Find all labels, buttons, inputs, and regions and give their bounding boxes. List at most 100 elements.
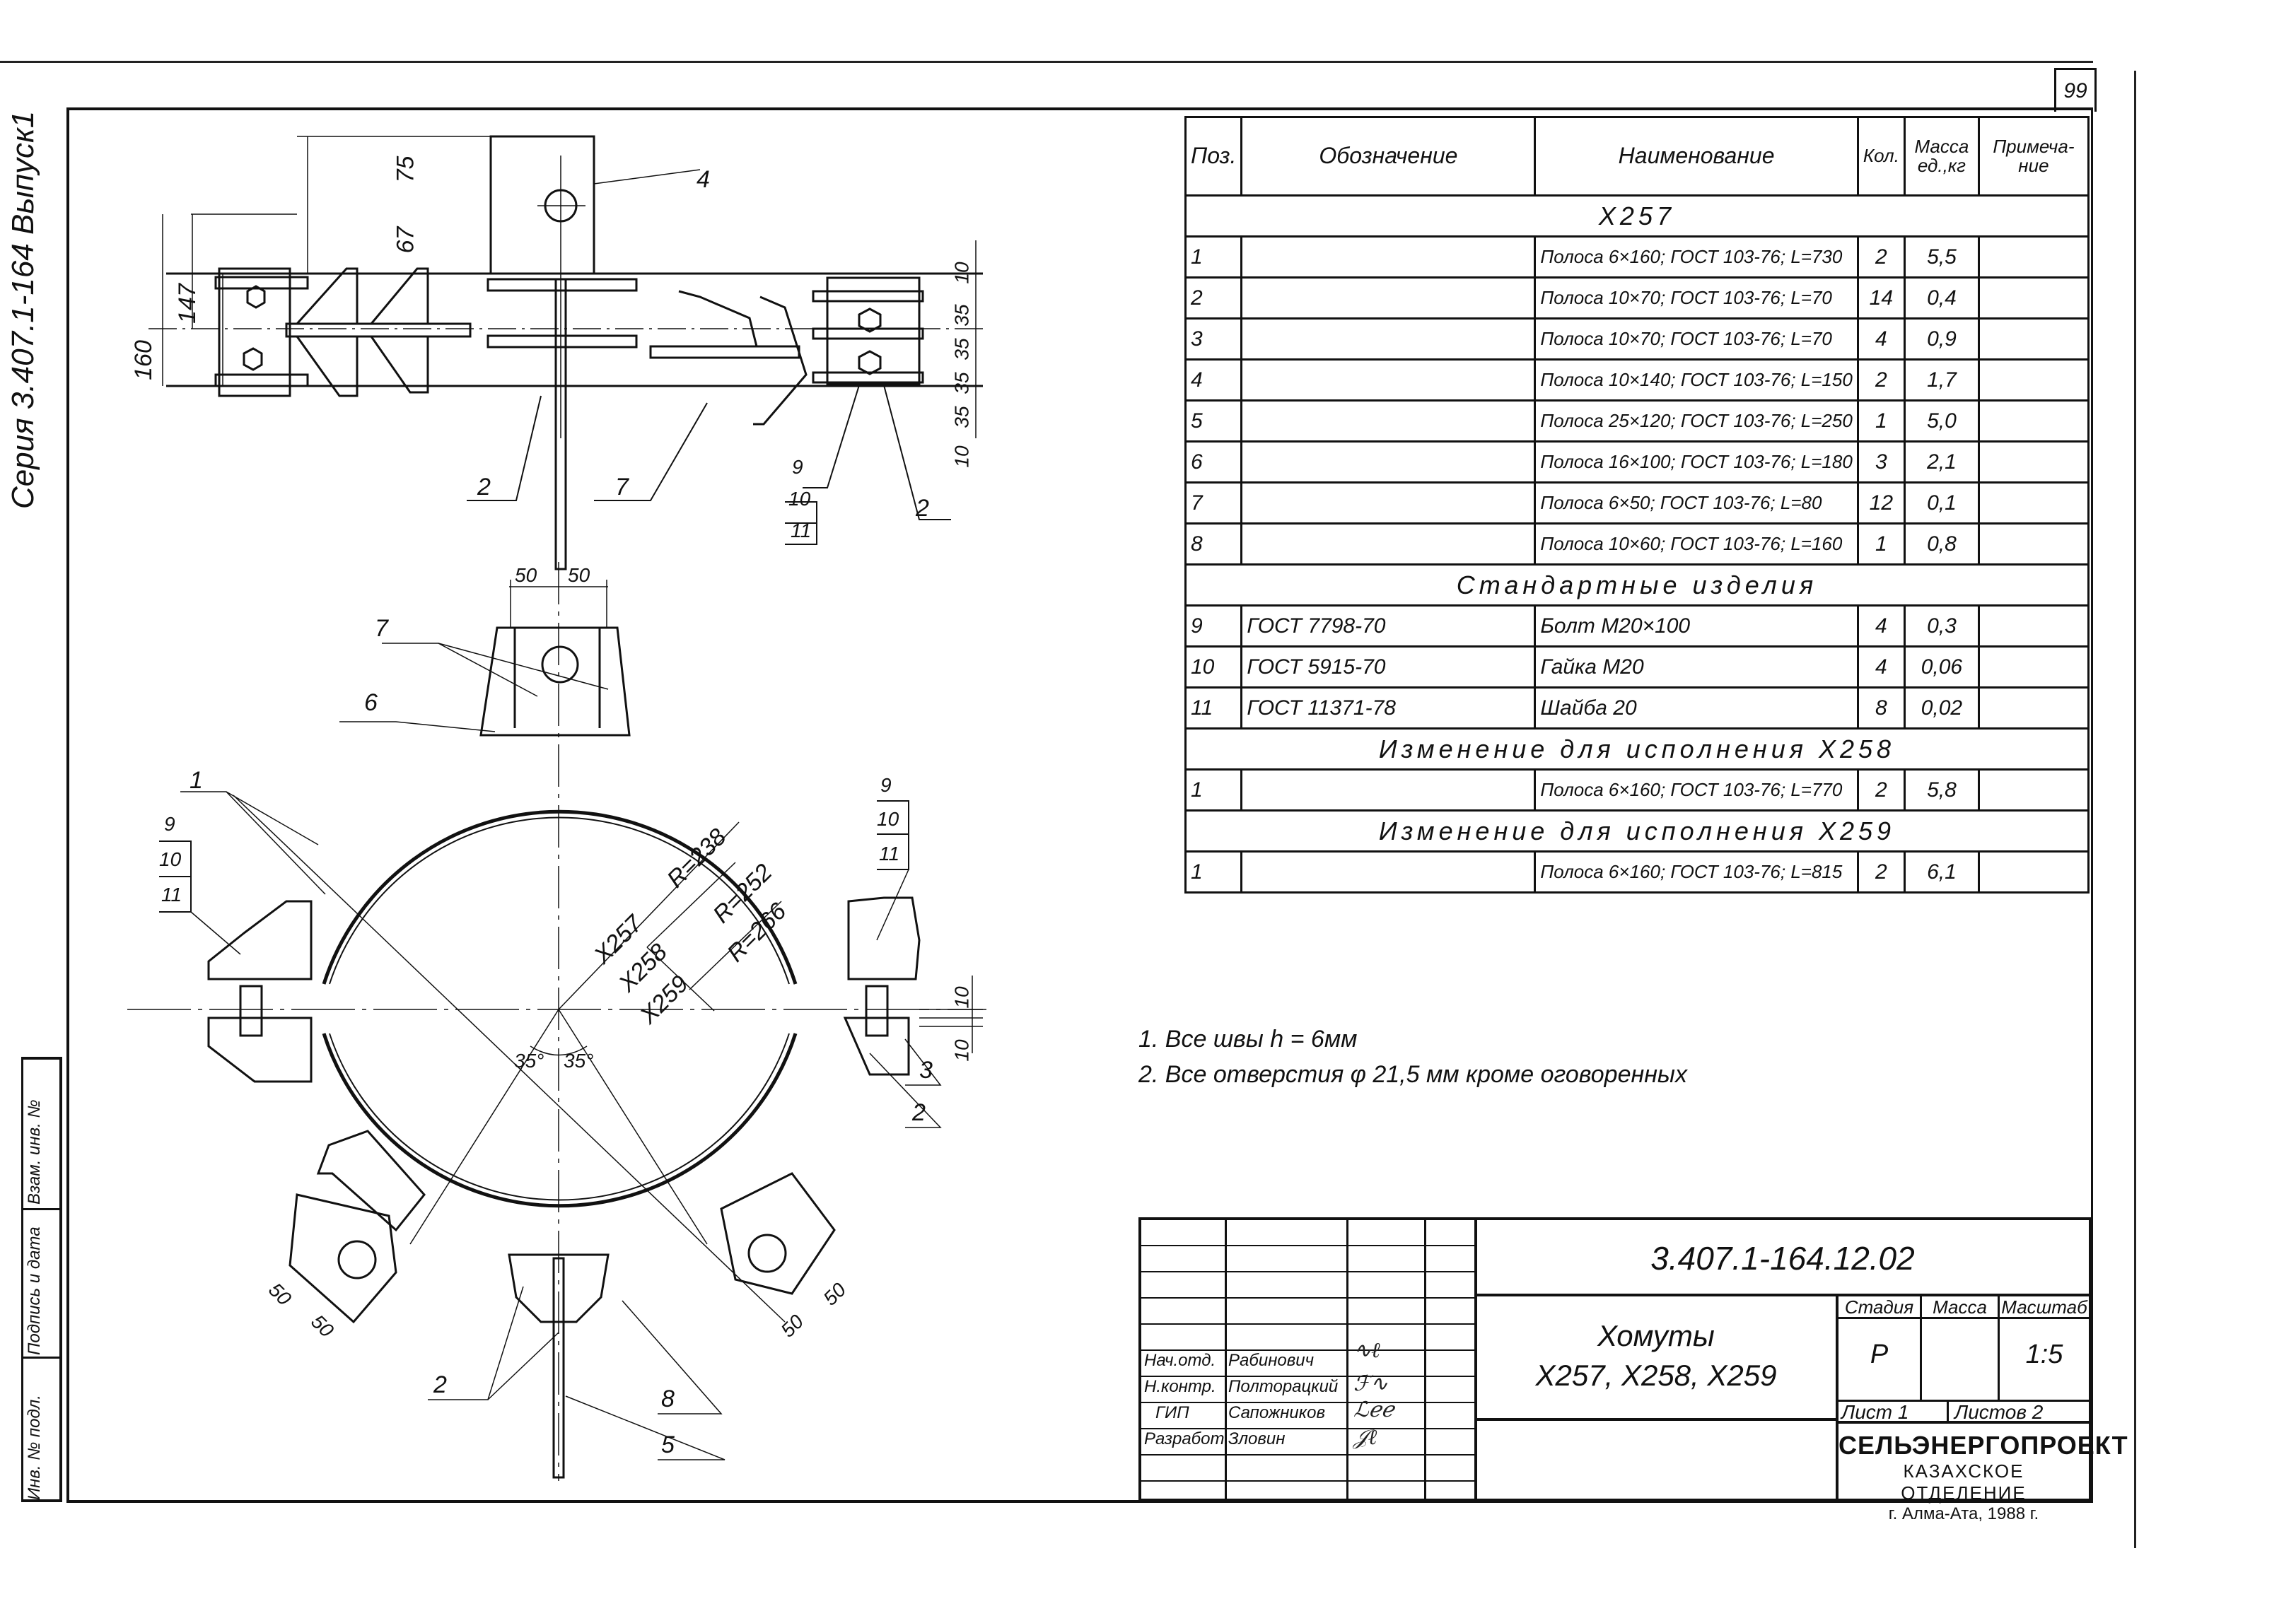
callout-9-plan: 9 [792, 456, 803, 478]
cell-designation [1240, 358, 1537, 402]
cell-qty: 12 [1856, 481, 1906, 525]
cell-note [1977, 276, 2090, 320]
header-pos: Поз. [1184, 116, 1243, 197]
cell-designation [1240, 399, 1537, 443]
cell-qty: 4 [1856, 645, 1906, 689]
cell-mass: 0,02 [1903, 686, 1980, 730]
callout-2-plan-right: 2 [916, 495, 929, 522]
dim-50-left: 50 [515, 564, 537, 586]
cell-name: Полоса 6×160; ГОСТ 103-76; L=770 [1534, 768, 1859, 812]
sheets-total-label: Листов 2 [1949, 1400, 2089, 1423]
cell-name: Полоса 6×50; ГОСТ 103-76; L=80 [1534, 481, 1859, 525]
cell-note [1977, 399, 2090, 443]
cell-name: Полоса 10×70; ГОСТ 103-76; L=70 [1534, 276, 1859, 320]
cell-note [1977, 358, 2090, 402]
signatory-row: Нач.отд. Рабинович ∿ℓ [1141, 1338, 1476, 1377]
table-header-row: Поз. Обозначение Наименование Кол. Масса… [1184, 116, 2090, 197]
cell-mass: 5,8 [1903, 768, 1980, 812]
header-note: Примеча-ние [1977, 116, 2090, 197]
grid-row [1141, 1299, 1476, 1325]
callout-2-front-bottom: 2 [433, 1371, 447, 1398]
header-mass: Масса ед.,кг [1903, 116, 1980, 197]
cell-mass: 0,8 [1903, 522, 1980, 566]
cell-name: Полоса 10×140; ГОСТ 103-76; L=150 [1534, 358, 1859, 402]
cell-qty: 3 [1856, 440, 1906, 484]
callout-11-plan: 11 [791, 520, 812, 541]
cell-note [1977, 440, 2090, 484]
person-name: Полторацкий [1228, 1377, 1339, 1396]
cell-name: Полоса 10×60; ГОСТ 103-76; L=160 [1534, 522, 1859, 566]
cell-designation: ГОСТ 7798-70 [1240, 604, 1537, 648]
cell-note [1977, 522, 2090, 566]
stage-label: Стадия [1838, 1296, 1922, 1319]
callout-6: 6 [364, 689, 378, 716]
cell-qty: 1 [1856, 522, 1906, 566]
cell-note [1977, 604, 2090, 648]
signatory-row: Н.контр. Полторацкий ℱ∿ [1141, 1371, 1476, 1403]
section-row-x257: X257 [1184, 194, 2090, 238]
cell-qty: 8 [1856, 686, 1906, 730]
cell-designation: ГОСТ 11371-78 [1240, 686, 1537, 730]
cell-qty: 2 [1856, 850, 1906, 894]
document-code: 3.407.1-164.12.02 [1476, 1220, 2089, 1296]
specification-table: Поз. Обозначение Наименование Кол. Масса… [1184, 116, 2090, 894]
drawing-frame [66, 107, 2093, 1503]
cell-note [1977, 850, 2090, 894]
organization-name: СЕЛЬЭНЕРГОПРОЕКТ [1838, 1431, 2128, 1460]
cell-designation [1240, 522, 1537, 566]
mass-value [1922, 1319, 2000, 1400]
scale-value: 1:5 [2025, 1340, 2063, 1369]
cell-qty: 2 [1856, 768, 1906, 812]
cell-pos: 1 [1184, 850, 1243, 894]
note-1: 1. Все швы h = 6мм [1138, 1026, 1358, 1053]
cell-pos: 11 [1184, 686, 1243, 730]
document-title: Хомуты X257, X258, X259 [1476, 1296, 1838, 1421]
cell-designation [1240, 235, 1537, 279]
organization-block: СЕЛЬЭНЕРГОПРОЕКТ КАЗАХСКОЕ ОТДЕЛЕНИЕ г. … [1838, 1421, 2128, 1523]
dim-10-bottom: 10 [950, 445, 973, 468]
cell-name: Болт М20×100 [1534, 604, 1859, 648]
cell-pos: 6 [1184, 440, 1243, 484]
dim-35-3: 35 [950, 372, 973, 394]
cell-designation [1240, 850, 1537, 894]
cell-qty: 2 [1856, 358, 1906, 402]
callout-7-plan: 7 [615, 474, 629, 500]
callout-9-left: 9 [164, 813, 175, 835]
title-line-1: Хомуты [1597, 1319, 1715, 1352]
grid-divider [1424, 1220, 1426, 1499]
role-label: Нач.отд. [1144, 1351, 1216, 1370]
header-designation: Обозначение [1240, 116, 1537, 197]
section-title: X257 [1184, 194, 2090, 238]
cell-mass: 0,4 [1903, 276, 1980, 320]
dim-10-top: 10 [950, 262, 973, 284]
plan-view [148, 135, 983, 570]
title-block: Нач.отд. Рабинович ∿ℓ Н.контр. Полторацк… [1138, 1217, 2128, 1523]
cell-qty: 4 [1856, 604, 1906, 648]
grid-row [1141, 1220, 1476, 1246]
mass-label: Масса [1922, 1296, 2000, 1319]
scale-label: Масштаб [2000, 1296, 2089, 1319]
cell-pos: 4 [1184, 358, 1243, 402]
cell-note [1977, 686, 2090, 730]
callout-10-right: 10 [877, 808, 899, 830]
role-label: Н.контр. [1144, 1377, 1216, 1396]
city-year: г. Алма-Ата, 1988 г. [1888, 1504, 2039, 1523]
dim-50-right: 50 [568, 564, 590, 586]
role-label: Разработ. [1144, 1429, 1229, 1448]
cell-mass: 2,1 [1903, 440, 1980, 484]
person-name: Зловин [1228, 1429, 1286, 1448]
empty-title-cell [1476, 1421, 1838, 1499]
callout-1: 1 [190, 767, 203, 794]
cell-designation [1240, 768, 1537, 812]
cell-mass: 0,9 [1903, 317, 1980, 361]
sheet-label: Лист 1 [1838, 1400, 1949, 1423]
dim-35-1: 35 [950, 304, 973, 327]
cell-pos: 3 [1184, 317, 1243, 361]
section-row-standard-items: Стандартные изделия [1184, 563, 2090, 607]
top-border-line [0, 61, 2093, 63]
